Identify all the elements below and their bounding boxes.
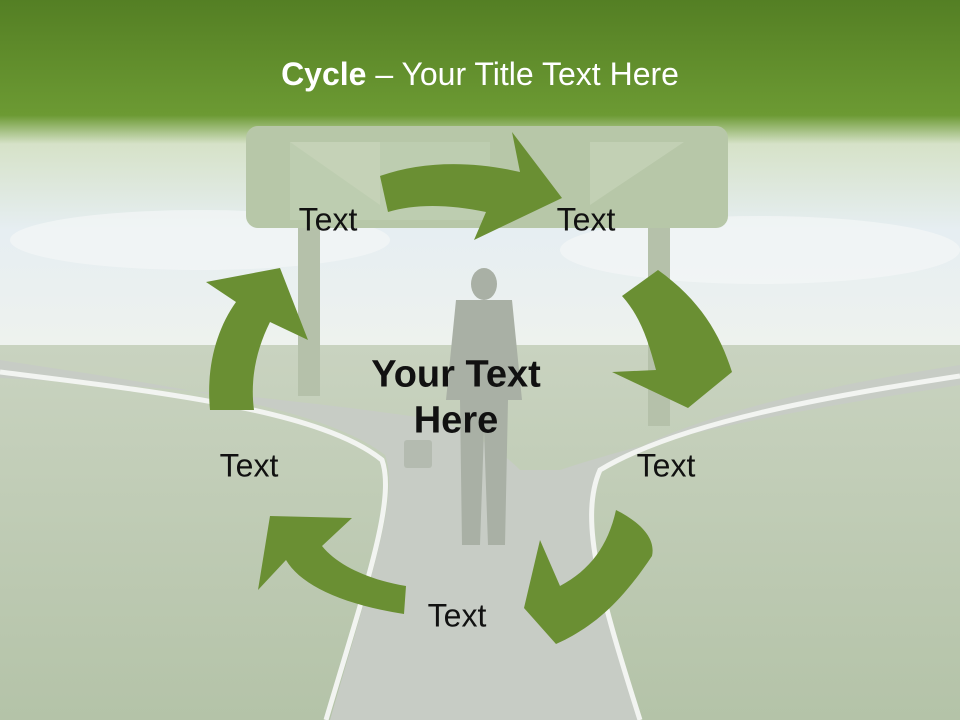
center-text: Your Text Here [371, 352, 541, 443]
arrow-bottom-right [524, 510, 653, 644]
slide-title: Cycle – Your Title Text Here [0, 56, 960, 93]
node-label-top-right: Text [556, 201, 616, 238]
arrow-bottom-left [258, 516, 406, 614]
arrow-left [206, 268, 308, 410]
center-text-line2: Here [413, 399, 499, 441]
arrow-top [380, 132, 562, 240]
node-label-top-left: Text [298, 201, 358, 238]
businessman-silhouette [404, 268, 522, 545]
title-bold: Cycle [281, 56, 367, 92]
node-label-left: Text [219, 447, 279, 484]
cycle-arrows [206, 132, 732, 644]
node-label-bottom: Text [427, 597, 487, 634]
arrow-right [612, 270, 732, 408]
node-label-right: Text [636, 447, 696, 484]
center-text-line1: Your Text [371, 353, 541, 396]
title-rest: – Your Title Text Here [366, 56, 679, 92]
